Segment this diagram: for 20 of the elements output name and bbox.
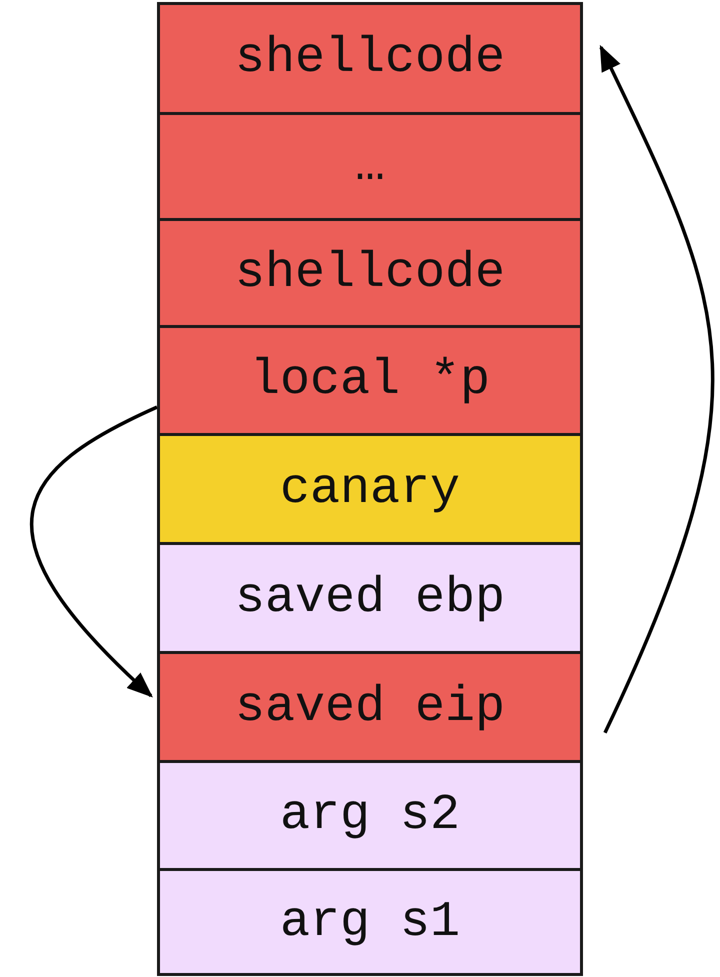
stack-frame-slot	[157, 760, 583, 871]
stack-frame-slot	[157, 651, 583, 763]
slot-label: canary	[280, 460, 460, 518]
slot-label: local *p	[250, 352, 490, 409]
slot-label: shellcode	[234, 244, 506, 302]
stack-frame-slot	[157, 868, 583, 976]
arrow	[599, 44, 714, 734]
stack-frame-slot	[157, 325, 583, 436]
slot-label: shellcode	[234, 30, 506, 87]
slot-label: arg s2	[280, 787, 460, 844]
arrow	[30, 406, 158, 698]
slot-label: …	[354, 138, 385, 195]
slot-label: arg s1	[280, 894, 460, 950]
stack-frame-slot	[157, 2, 583, 115]
stack-frame-slot	[157, 112, 583, 221]
stack-frame-slot	[157, 542, 583, 654]
slot-label: saved ebp	[234, 570, 506, 626]
stack-frame-slot	[157, 433, 583, 545]
stack-frame-slot	[157, 218, 583, 328]
slot-label: saved eip	[234, 678, 506, 736]
